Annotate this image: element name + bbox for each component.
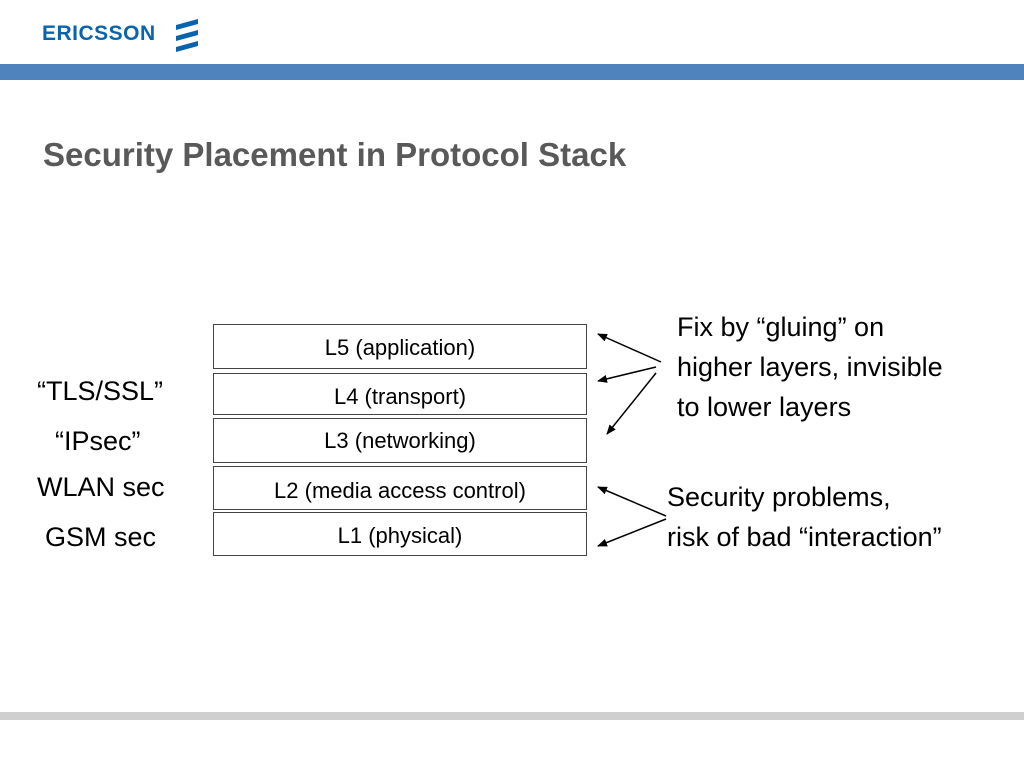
note-security-problems: Security problems, risk of bad “interact… bbox=[667, 477, 942, 557]
logo-text: ERICSSON bbox=[42, 22, 156, 45]
label-gsm-sec: GSM sec bbox=[45, 522, 157, 552]
note-fix-line-3: to lower layers bbox=[677, 392, 852, 422]
label-tls-ssl: “TLS/SSL” bbox=[37, 376, 164, 406]
label-ipsec: “IPsec” bbox=[55, 426, 141, 456]
layer-l5-application: L5 (application) bbox=[213, 324, 587, 369]
note-fix-line-2: higher layers, invisible bbox=[677, 352, 943, 382]
arrow-to-l5 bbox=[597, 333, 662, 363]
layer-l1-physical: L1 (physical) bbox=[213, 512, 587, 556]
label-wlan-sec: WLAN sec bbox=[37, 472, 165, 502]
ericsson-logo-mark-icon bbox=[175, 19, 198, 52]
note-problems-line-1: Security problems, bbox=[667, 482, 891, 512]
note-fix-by-gluing: Fix by “gluing” on higher layers, invisi… bbox=[677, 307, 943, 427]
arrow-to-l1 bbox=[597, 518, 667, 547]
layer-l2-media-access-control: L2 (media access control) bbox=[213, 466, 587, 510]
layer-l4-transport: L4 (transport) bbox=[213, 373, 587, 415]
layer-l3-networking: L3 (networking) bbox=[213, 418, 587, 463]
note-problems-line-2: risk of bad “interaction” bbox=[667, 522, 942, 552]
arrow-to-l2 bbox=[597, 486, 667, 517]
header-bar bbox=[0, 64, 1024, 80]
arrow-to-l3 bbox=[606, 372, 657, 435]
footer-bar bbox=[0, 712, 1024, 720]
slide-title: Security Placement in Protocol Stack bbox=[43, 136, 627, 173]
ericsson-logo: ERICSSON bbox=[42, 14, 202, 54]
arrow-to-l4 bbox=[597, 366, 657, 383]
note-fix-line-1: Fix by “gluing” on bbox=[677, 312, 885, 342]
